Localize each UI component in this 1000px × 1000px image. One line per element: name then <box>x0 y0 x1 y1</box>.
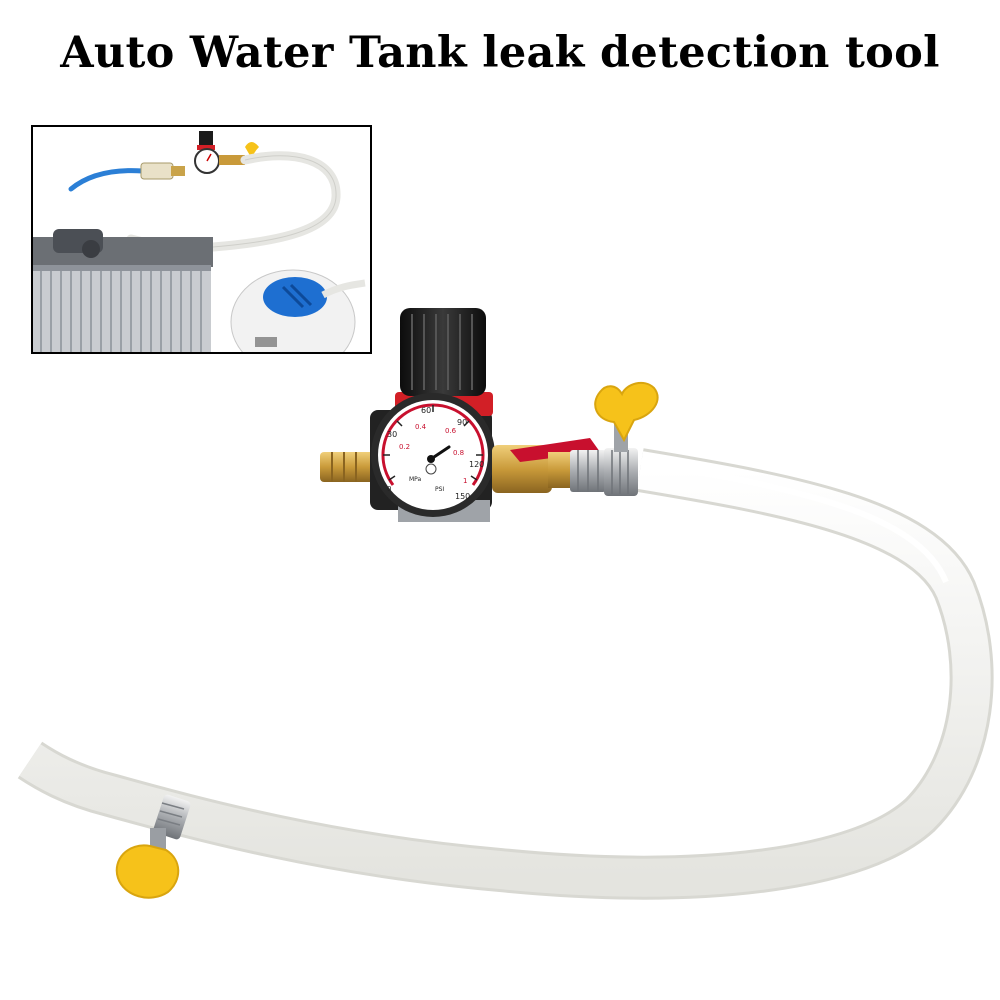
gauge-inner-0.4: 0.4 <box>415 423 427 431</box>
gauge-scale-90: 90 <box>457 418 467 427</box>
usage-inset-photo <box>31 125 372 354</box>
silicone-hose <box>17 448 994 900</box>
gauge-zero: 0 <box>387 485 391 493</box>
valve-thumb-screw-icon <box>594 381 659 443</box>
reservoir-tank-icon <box>230 269 366 352</box>
pressure-gauge: 30 60 90 120 150 0.2 0.4 0.6 0.8 0 1 MPa… <box>371 393 495 517</box>
radiator-icon <box>33 229 213 352</box>
gauge-unit-psi: PSI <box>435 486 444 493</box>
mini-gauge-assembly <box>194 131 259 174</box>
gauge-scale-120: 120 <box>469 460 484 469</box>
gauge-inner-0.6: 0.6 <box>445 427 457 435</box>
usage-illustration <box>33 131 366 352</box>
hose-end-clamp <box>150 794 191 850</box>
regulator-knob <box>400 308 486 396</box>
hose-clamp-top <box>604 448 638 496</box>
ball-valve <box>492 420 638 496</box>
barb-inlet <box>320 452 378 482</box>
clamp-thumb-screw-icon <box>115 844 180 899</box>
page-title: Auto Water Tank leak detection tool <box>60 28 940 78</box>
gauge-scale-30: 30 <box>387 430 397 439</box>
gauge-unit-mpa: MPa <box>409 476 422 483</box>
air-line-icon <box>68 168 146 192</box>
quick-coupler-icon <box>140 162 185 180</box>
gauge-inner-0.2: 0.2 <box>399 443 410 451</box>
gauge-scale-150: 150 <box>455 492 470 501</box>
gauge-scale-60: 60 <box>421 406 431 415</box>
gauge-inner-0.8: 0.8 <box>453 449 464 457</box>
gauge-one: 1 <box>463 477 467 485</box>
valve-lever <box>510 438 600 462</box>
